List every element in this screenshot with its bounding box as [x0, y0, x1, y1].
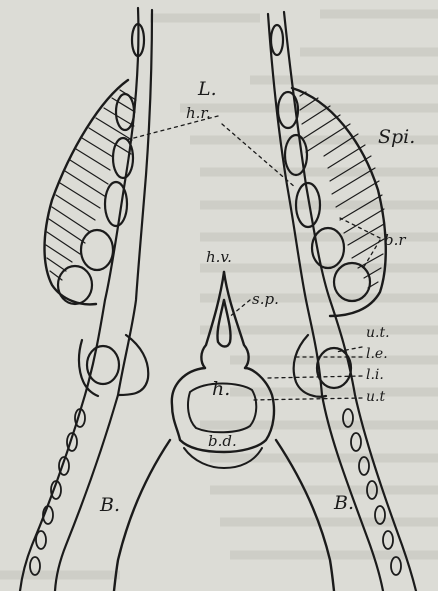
- label-li: l.i.: [366, 368, 384, 382]
- label-hv: h.v.: [206, 250, 232, 265]
- left-arch: [20, 8, 152, 591]
- label-B-right: B.: [334, 494, 354, 513]
- label-ut-lower: u.t: [366, 390, 385, 404]
- label-B-left: B.: [100, 496, 120, 515]
- label-L: L.: [198, 80, 217, 99]
- label-br: b.r: [384, 233, 406, 248]
- label-hr: h.r.: [186, 106, 211, 121]
- label-Spi: Spi.: [378, 128, 415, 147]
- label-h: h.: [212, 380, 230, 399]
- label-ut-upper: u.t.: [366, 326, 390, 340]
- label-sp: s.p.: [252, 292, 279, 307]
- label-le: l.e.: [366, 347, 388, 361]
- label-bd: b.d.: [208, 434, 237, 449]
